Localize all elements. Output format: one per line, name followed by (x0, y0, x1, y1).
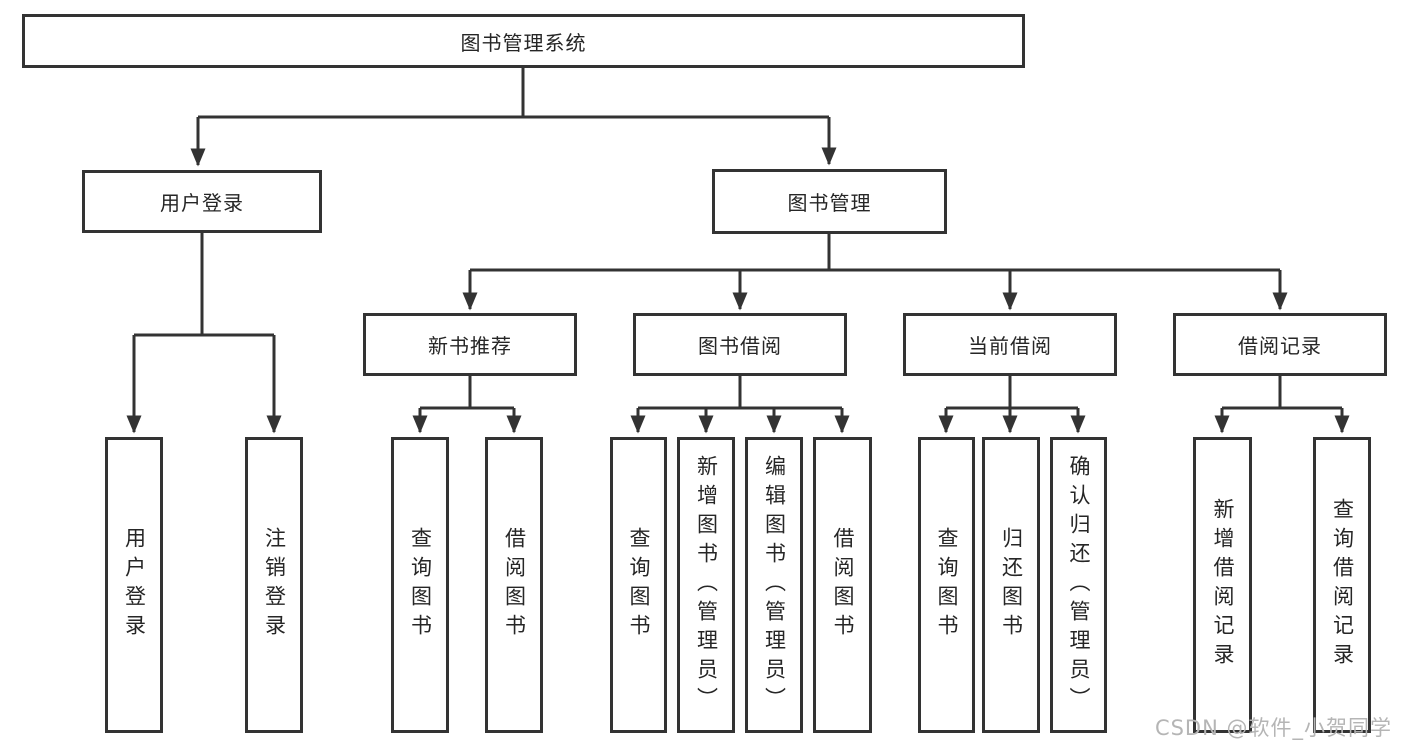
leaf-logout: 注销登录 (245, 437, 303, 733)
node-library-management-system: 图书管理系统 (22, 14, 1025, 68)
leaf-bb-query-books: 查询图书 (610, 437, 667, 733)
node-book-borrow: 图书借阅 (633, 313, 847, 376)
leaf-nb-borrow-books: 借阅图书 (485, 437, 543, 733)
node-borrow-records: 借阅记录 (1173, 313, 1387, 376)
leaf-nb-query-books: 查询图书 (391, 437, 449, 733)
leaf-br-query-record: 查询借阅记录 (1313, 437, 1371, 733)
node-user-login: 用户登录 (82, 170, 322, 233)
leaf-br-add-record: 新增借阅记录 (1193, 437, 1252, 733)
leaf-cb-query-books: 查询图书 (918, 437, 975, 733)
leaf-bb-add-books-admin: 新增图书（管理员） (677, 437, 735, 733)
node-new-book-recommend: 新书推荐 (363, 313, 577, 376)
leaf-bb-borrow-books: 借阅图书 (813, 437, 872, 733)
leaf-cb-return-books: 归还图书 (982, 437, 1040, 733)
leaf-user-login: 用户登录 (105, 437, 163, 733)
leaf-bb-edit-books-admin: 编辑图书（管理员） (745, 437, 803, 733)
node-book-management: 图书管理 (712, 169, 947, 234)
node-current-borrow: 当前借阅 (903, 313, 1117, 376)
leaf-cb-confirm-return-admin: 确认归还（管理员） (1050, 437, 1107, 733)
